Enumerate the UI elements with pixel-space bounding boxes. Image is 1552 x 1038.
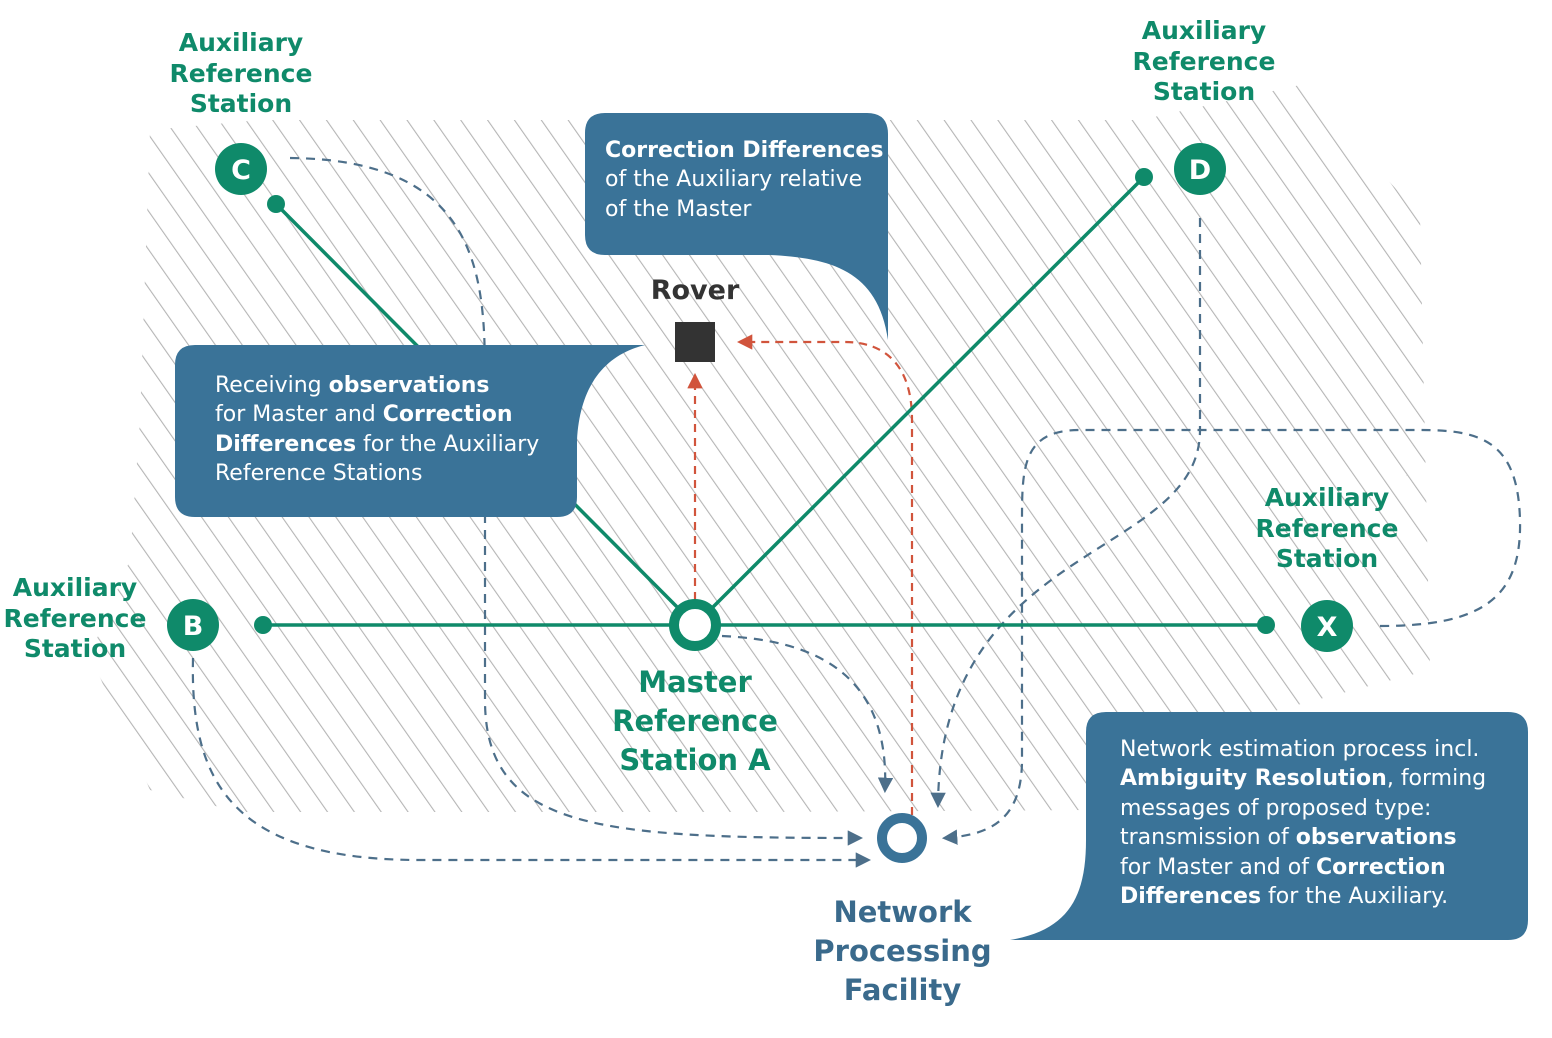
rover-marker (675, 322, 715, 362)
master-station-label: Master Reference Station A (612, 665, 778, 778)
callout-box-left (175, 345, 645, 517)
coverage-area (90, 85, 1430, 812)
station-x: X (1301, 600, 1353, 652)
flow-x-to-facility (941, 428, 1522, 845)
facility-label: Network Processing Facility (813, 895, 992, 1008)
flow-b-to-facility (191, 657, 872, 868)
station-d-label: Auxiliary Reference Station (1132, 16, 1276, 106)
station-x-label: Auxiliary Reference Station (1255, 483, 1399, 573)
baseline-end-d (1135, 168, 1153, 186)
station-d-letter: D (1189, 155, 1211, 186)
station-b: B (167, 599, 219, 651)
callout-box-right (1010, 712, 1528, 940)
station-c-letter: C (231, 155, 251, 186)
station-c-label: Auxiliary Reference Station (169, 28, 313, 118)
station-b-letter: B (183, 611, 204, 642)
flow-d-to-facility (930, 218, 1202, 809)
callout-top-text: Correction Differences of the Auxiliary … (605, 138, 884, 222)
callout-left-text: Receiving observations for Master and Co… (215, 373, 540, 487)
master-station-ring (669, 599, 721, 651)
baseline-end-b (254, 616, 272, 634)
baseline-master-d (693, 175, 1146, 627)
station-d: D (1174, 143, 1226, 195)
station-b-label: Auxiliary Reference Station (3, 573, 147, 663)
station-x-letter: X (1317, 612, 1338, 643)
callout-right-text: Network estimation process incl. Ambigui… (1120, 737, 1487, 910)
facility-ring (877, 813, 927, 863)
flow-master-to-facility (721, 634, 894, 794)
flow-facility-to-rover (736, 334, 914, 815)
flow-c-to-facility (289, 156, 864, 846)
baseline-end-x (1257, 616, 1275, 634)
rover-label: Rover (650, 275, 740, 306)
station-c: C (215, 143, 267, 195)
callout-box-top (585, 113, 888, 340)
baseline-end-c (267, 195, 285, 213)
